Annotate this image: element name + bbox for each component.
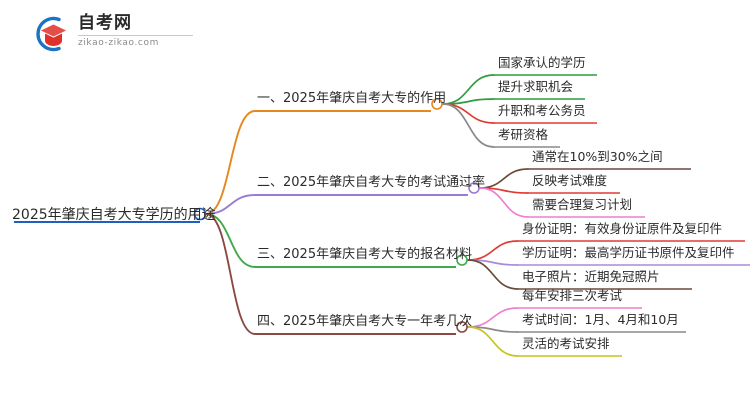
branch-2-node-dot[interactable] xyxy=(468,182,480,194)
node-dots-layer xyxy=(193,98,480,333)
leaf-1-2-label[interactable]: 提升求职机会 xyxy=(498,79,574,94)
logo-divider xyxy=(78,35,193,36)
leaf-4-3-label[interactable]: 灵活的考试安排 xyxy=(522,336,610,351)
link-branch-1-leaf-2 xyxy=(442,98,495,105)
link-branch-1-leaf-4 xyxy=(442,103,495,148)
link-branch-4-leaf-1 xyxy=(467,307,519,328)
leaf-2-1-label[interactable]: 通常在10%到30%之间 xyxy=(532,149,663,164)
link-branch-3-leaf-1 xyxy=(467,240,519,261)
link-branch-2-leaf-3 xyxy=(479,187,529,218)
leaf-1-3-label[interactable]: 升职和考公务员 xyxy=(498,103,586,118)
link-root-to-branch-2 xyxy=(205,194,256,215)
underlines-layer xyxy=(14,74,750,357)
links-layer xyxy=(205,74,529,357)
branch-4-node-dot[interactable] xyxy=(456,321,468,333)
leaf-3-2-label[interactable]: 学历证明：最高学历证书原件及复印件 xyxy=(522,245,735,260)
link-root-to-branch-1 xyxy=(205,110,256,215)
root-node-label[interactable]: 2025年肇庆自考大专学历的用途 xyxy=(12,207,216,223)
branch-3-label[interactable]: 三、2025年肇庆自考大专的报名材料 xyxy=(257,247,473,262)
leaf-2-2-label[interactable]: 反映考试难度 xyxy=(532,173,608,188)
root-node-dot[interactable] xyxy=(193,207,207,221)
branch-2-label[interactable]: 二、2025年肇庆自考大专的考试通过率 xyxy=(257,175,486,190)
link-branch-3-leaf-3 xyxy=(467,259,519,290)
logo-subtitle: zikao-zikao.com xyxy=(78,38,159,48)
logo-title: 自考网 xyxy=(78,13,132,33)
leaf-1-1-label[interactable]: 国家承认的学历 xyxy=(498,55,586,70)
leaf-3-1-label[interactable]: 身份证明：有效身份证原件及复印件 xyxy=(522,221,723,236)
logo-text: 自考网 zikao-zikao.com xyxy=(78,12,196,48)
link-branch-1-leaf-3 xyxy=(442,103,495,124)
leaf-4-1-label[interactable]: 每年安排三次考试 xyxy=(522,288,623,303)
branch-1-label[interactable]: 一、2025年肇庆自考大专的作用 xyxy=(257,91,447,106)
link-root-to-branch-3 xyxy=(205,213,256,268)
graduation-cap-logo-icon xyxy=(36,16,66,52)
branch-4-label[interactable]: 四、2025年肇庆自考大专一年考几次 xyxy=(257,314,473,329)
site-logo[interactable]: 自考网 zikao-zikao.com xyxy=(28,12,198,56)
leaf-3-3-label[interactable]: 电子照片：近期免冠照片 xyxy=(522,269,660,284)
link-branch-2-leaf-1 xyxy=(479,168,529,189)
branch-3-node-dot[interactable] xyxy=(456,254,468,266)
leaf-4-2-label[interactable]: 考试时间：1月、4月和10月 xyxy=(522,312,679,327)
leaf-1-4-label[interactable]: 考研资格 xyxy=(498,127,549,142)
link-root-to-branch-4 xyxy=(205,213,256,335)
link-branch-4-leaf-3 xyxy=(467,326,519,357)
branch-1-node-dot[interactable] xyxy=(431,98,443,110)
leaf-2-3-label[interactable]: 需要合理复习计划 xyxy=(532,197,633,212)
